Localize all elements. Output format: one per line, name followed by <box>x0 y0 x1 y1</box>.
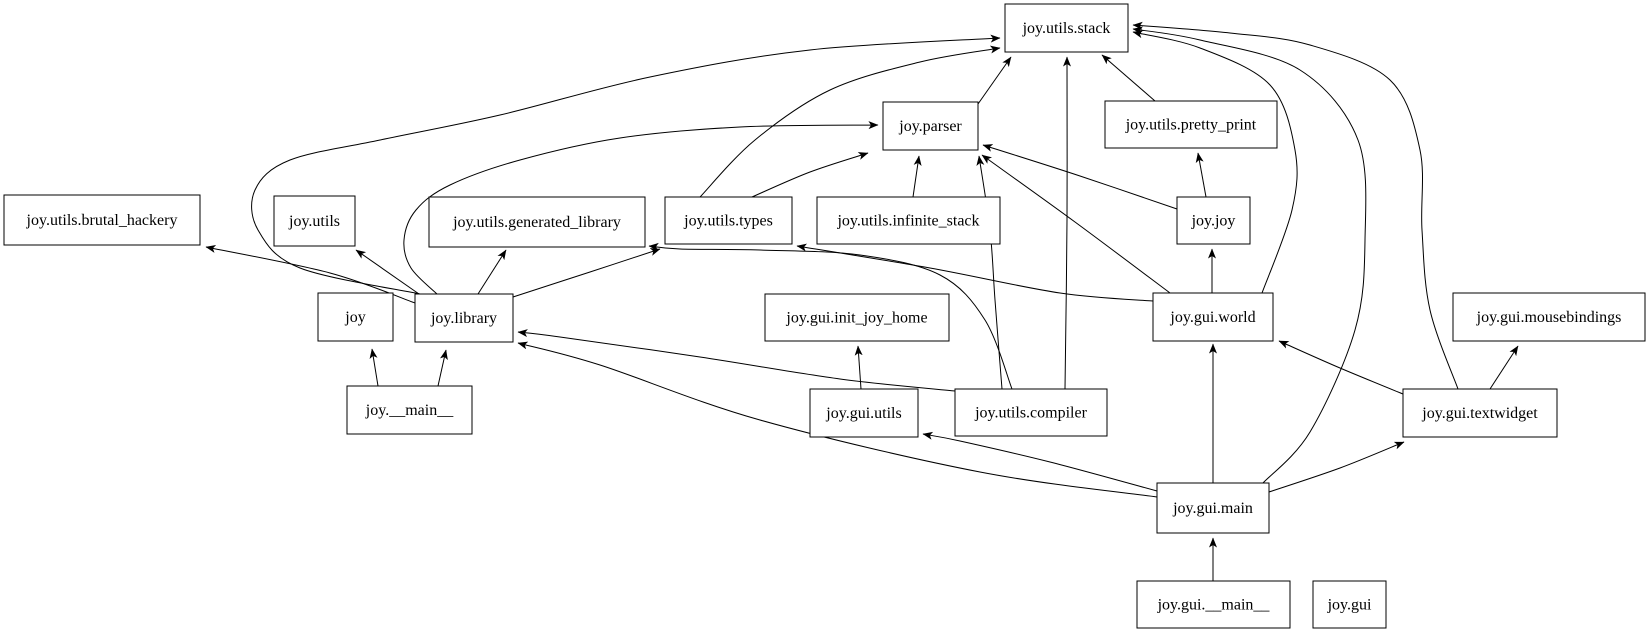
edge-joy-utils-compiler-to-joy-utils-stack <box>1063 56 1072 390</box>
node-joy-utils-generated-library: joy.utils.generated_library <box>428 196 646 248</box>
edge-joy-library-to-joy-utils <box>355 249 420 295</box>
node-joy-joy: joy.joy <box>1176 196 1251 245</box>
node-box-joy-gui-world <box>1152 292 1274 342</box>
edge-joy-library-to-joy-utils-stack <box>251 34 1001 295</box>
node-joy-gui-utils: joy.gui.utils <box>809 388 919 438</box>
edge-joy-main-to-joy-library <box>437 349 448 387</box>
edge-joy-library-to-joy-parser <box>403 121 879 295</box>
node-joy-utils-types: joy.utils.types <box>664 196 793 245</box>
node-joy-utils-brutal-hackery: joy.utils.brutal_hackery <box>3 194 201 246</box>
edge-joy-joy-to-joy-parser <box>982 144 1178 210</box>
node-joy-library: joy.library <box>414 293 514 343</box>
node-joy-gui-mousebindings: joy.gui.mousebindings <box>1452 292 1646 342</box>
edge-joy-gui-textwidget-to-joy-gui-world <box>1278 340 1404 395</box>
node-joy-utils-stack: joy.utils.stack <box>1004 3 1129 53</box>
node-label-joy-utils-stack: joy.utils.stack <box>1022 20 1111 37</box>
node-label-joy-utils-brutal-hackery: joy.utils.brutal_hackery <box>26 212 178 229</box>
node-box-joy-library <box>414 293 514 343</box>
node-joy-utils: joy.utils <box>273 195 356 247</box>
edge-joy-utils-compiler-to-joy-library <box>517 329 956 392</box>
edge-joy-gui-main-to-joy-utils-stack <box>1132 26 1367 484</box>
node-label-joy-gui: joy.gui <box>1327 597 1372 614</box>
edge-joy-gui-world-to-joy-utils-stack <box>1132 30 1298 294</box>
node-box-joy-gui-main-main <box>1136 580 1291 629</box>
node-box-joy-gui <box>1312 580 1387 629</box>
node-box-joy-gui-mousebindings <box>1452 292 1646 342</box>
node-joy-gui: joy.gui <box>1312 580 1387 629</box>
edge-joy-library-to-joy-utils-types <box>512 248 661 298</box>
node-box-joy-gui-init-joy-home <box>764 293 950 342</box>
node-label-joy-utils-pretty-print: joy.utils.pretty_print <box>1125 117 1257 134</box>
edge-joy-library-to-joy-utils-generated-library <box>477 249 507 295</box>
node-joy: joy <box>317 292 394 342</box>
edge-joy-library-to-joy-utils-brutal-hackery <box>205 245 416 304</box>
node-joy-gui-textwidget: joy.gui.textwidget <box>1402 388 1558 438</box>
edge-joy-parser-to-joy-utils-stack <box>977 56 1012 105</box>
node-label-joy-utils: joy.utils <box>288 213 340 230</box>
node-label-joy-gui-world: joy.gui.world <box>1169 309 1255 326</box>
node-joy-utils-compiler: joy.utils.compiler <box>954 388 1108 437</box>
node-box-joy-utils <box>273 195 356 247</box>
node-label-joy-gui-mousebindings: joy.gui.mousebindings <box>1476 309 1622 326</box>
node-label-joy-parser: joy.parser <box>898 118 962 135</box>
edge-joy-utils-infinite-stack-to-joy-parser <box>912 155 922 198</box>
edge-joy-gui-world-to-joy-parser <box>981 154 1171 294</box>
node-label-joy-utils-generated-library: joy.utils.generated_library <box>452 214 621 231</box>
node-label-joy-utils-types: joy.utils.types <box>683 213 773 230</box>
node-box-joy-joy <box>1176 196 1251 245</box>
node-box-joy-main <box>346 385 473 435</box>
edge-joy-utils-pretty-print-to-joy-utils-stack <box>1101 54 1156 102</box>
node-label-joy-gui-main: joy.gui.main <box>1172 500 1253 517</box>
node-box-joy-utils-infinite-stack <box>816 196 1001 245</box>
edges-layer <box>205 21 1519 581</box>
edge-joy-utils-compiler-to-joy-utils-generated-library <box>648 242 1013 390</box>
node-label-joy-library: joy.library <box>430 310 497 327</box>
node-box-joy-gui-textwidget <box>1402 388 1558 438</box>
node-joy-main: joy.__main__ <box>346 385 473 435</box>
edge-joy-utils-types-to-joy-parser <box>751 152 869 198</box>
node-box-joy-parser <box>882 101 979 151</box>
node-joy-gui-world: joy.gui.world <box>1152 292 1274 342</box>
edge-joy-gui-utils-to-joy-gui-init-joy-home <box>854 345 863 390</box>
edge-joy-gui-textwidget-to-joy-gui-mousebindings <box>1489 345 1519 390</box>
node-box-joy-utils-generated-library <box>428 196 646 248</box>
nodes-layer: joy.utils.stack joy.parser joy.utils.prett… <box>3 3 1646 629</box>
node-box-joy-utils-pretty-print <box>1104 100 1278 149</box>
node-box-joy-gui-main <box>1156 482 1270 534</box>
node-box-joy-gui-utils <box>809 388 919 438</box>
node-label-joy-joy: joy.joy <box>1191 213 1236 230</box>
node-label-joy: joy <box>344 309 365 326</box>
node-box-joy-utils-compiler <box>954 388 1108 437</box>
node-joy-gui-init-joy-home: joy.gui.init_joy_home <box>764 293 950 342</box>
node-box-joy <box>317 292 394 342</box>
node-joy-utils-pretty-print: joy.utils.pretty_print <box>1104 100 1278 149</box>
node-label-joy-gui-main-main: joy.gui.__main__ <box>1157 597 1271 614</box>
node-label-joy-gui-utils: joy.gui.utils <box>825 405 901 422</box>
node-box-joy-utils-types <box>664 196 793 245</box>
edge-joy-gui-main-to-joy-gui-utils <box>922 431 1158 492</box>
edge-joy-utils-compiler-to-joy-parser <box>976 155 1003 390</box>
edge-joy-joy-to-joy-utils-pretty-print <box>1195 152 1207 198</box>
node-label-joy-gui-textwidget: joy.gui.textwidget <box>1421 405 1538 422</box>
edge-joy-gui-world-to-joy-utils-types <box>796 243 1154 302</box>
node-joy-utils-infinite-stack: joy.utils.infinite_stack <box>816 196 1001 245</box>
node-joy-gui-main: joy.gui.main <box>1156 482 1270 534</box>
edge-joy-main-to-joy <box>369 348 379 387</box>
edge-joy-gui-textwidget-to-joy-utils-stack <box>1132 21 1459 390</box>
node-box-joy-utils-brutal-hackery <box>3 194 201 246</box>
edge-joy-gui-main-to-joy-gui-textwidget <box>1268 441 1405 493</box>
edge-joy-utils-types-to-joy-utils-stack <box>699 45 1001 198</box>
node-label-joy-gui-init-joy-home: joy.gui.init_joy_home <box>785 310 927 327</box>
node-label-joy-main: joy.__main__ <box>365 402 454 419</box>
node-joy-gui-main-main: joy.gui.__main__ <box>1136 580 1291 629</box>
node-box-joy-utils-stack <box>1004 3 1129 53</box>
node-label-joy-utils-compiler: joy.utils.compiler <box>974 405 1088 422</box>
node-joy-parser: joy.parser <box>882 101 979 151</box>
node-label-joy-utils-infinite-stack: joy.utils.infinite_stack <box>836 213 979 230</box>
edge-joy-gui-main-to-joy-library <box>517 341 1158 498</box>
